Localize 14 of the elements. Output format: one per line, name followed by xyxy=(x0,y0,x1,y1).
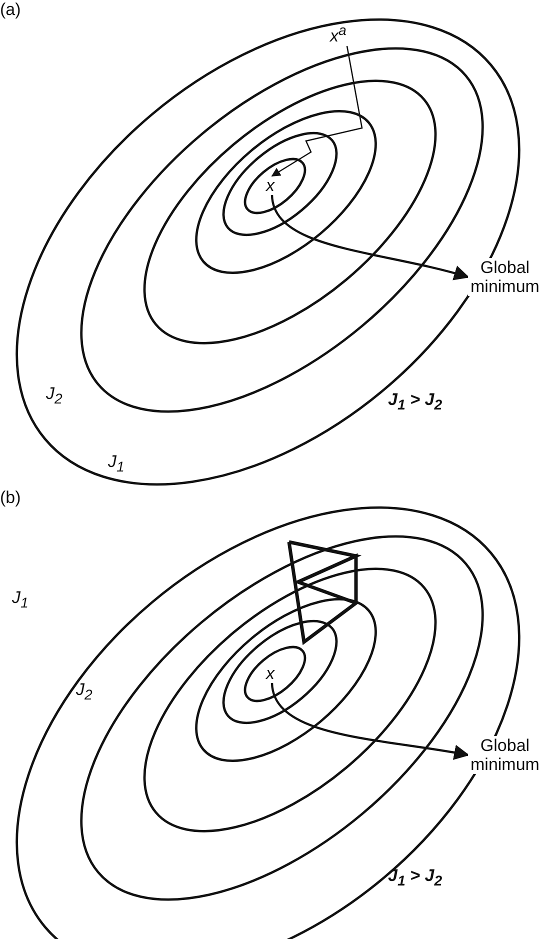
minimum-point-label: x xyxy=(266,664,278,683)
contour-label: J$_{2}$ xyxy=(76,680,92,704)
arrow xyxy=(271,46,363,177)
panel-label: (b) xyxy=(0,488,21,508)
arrow xyxy=(270,194,470,281)
contour-label: J$_{1}$ xyxy=(12,588,28,612)
panel-label: (a) xyxy=(0,0,21,20)
contour-label: J$_{2}$ xyxy=(46,384,62,408)
contour-label: J$_{1}$ xyxy=(108,452,124,476)
arrow xyxy=(270,682,470,760)
minimum-point-label: x xyxy=(266,176,278,195)
inequality-text: J$_{1}$ > J$_{2}$ xyxy=(388,866,442,890)
point-label: x$^{a}$ xyxy=(330,22,364,46)
inequality-text: J$_{1}$ > J$_{2}$ xyxy=(388,390,442,414)
